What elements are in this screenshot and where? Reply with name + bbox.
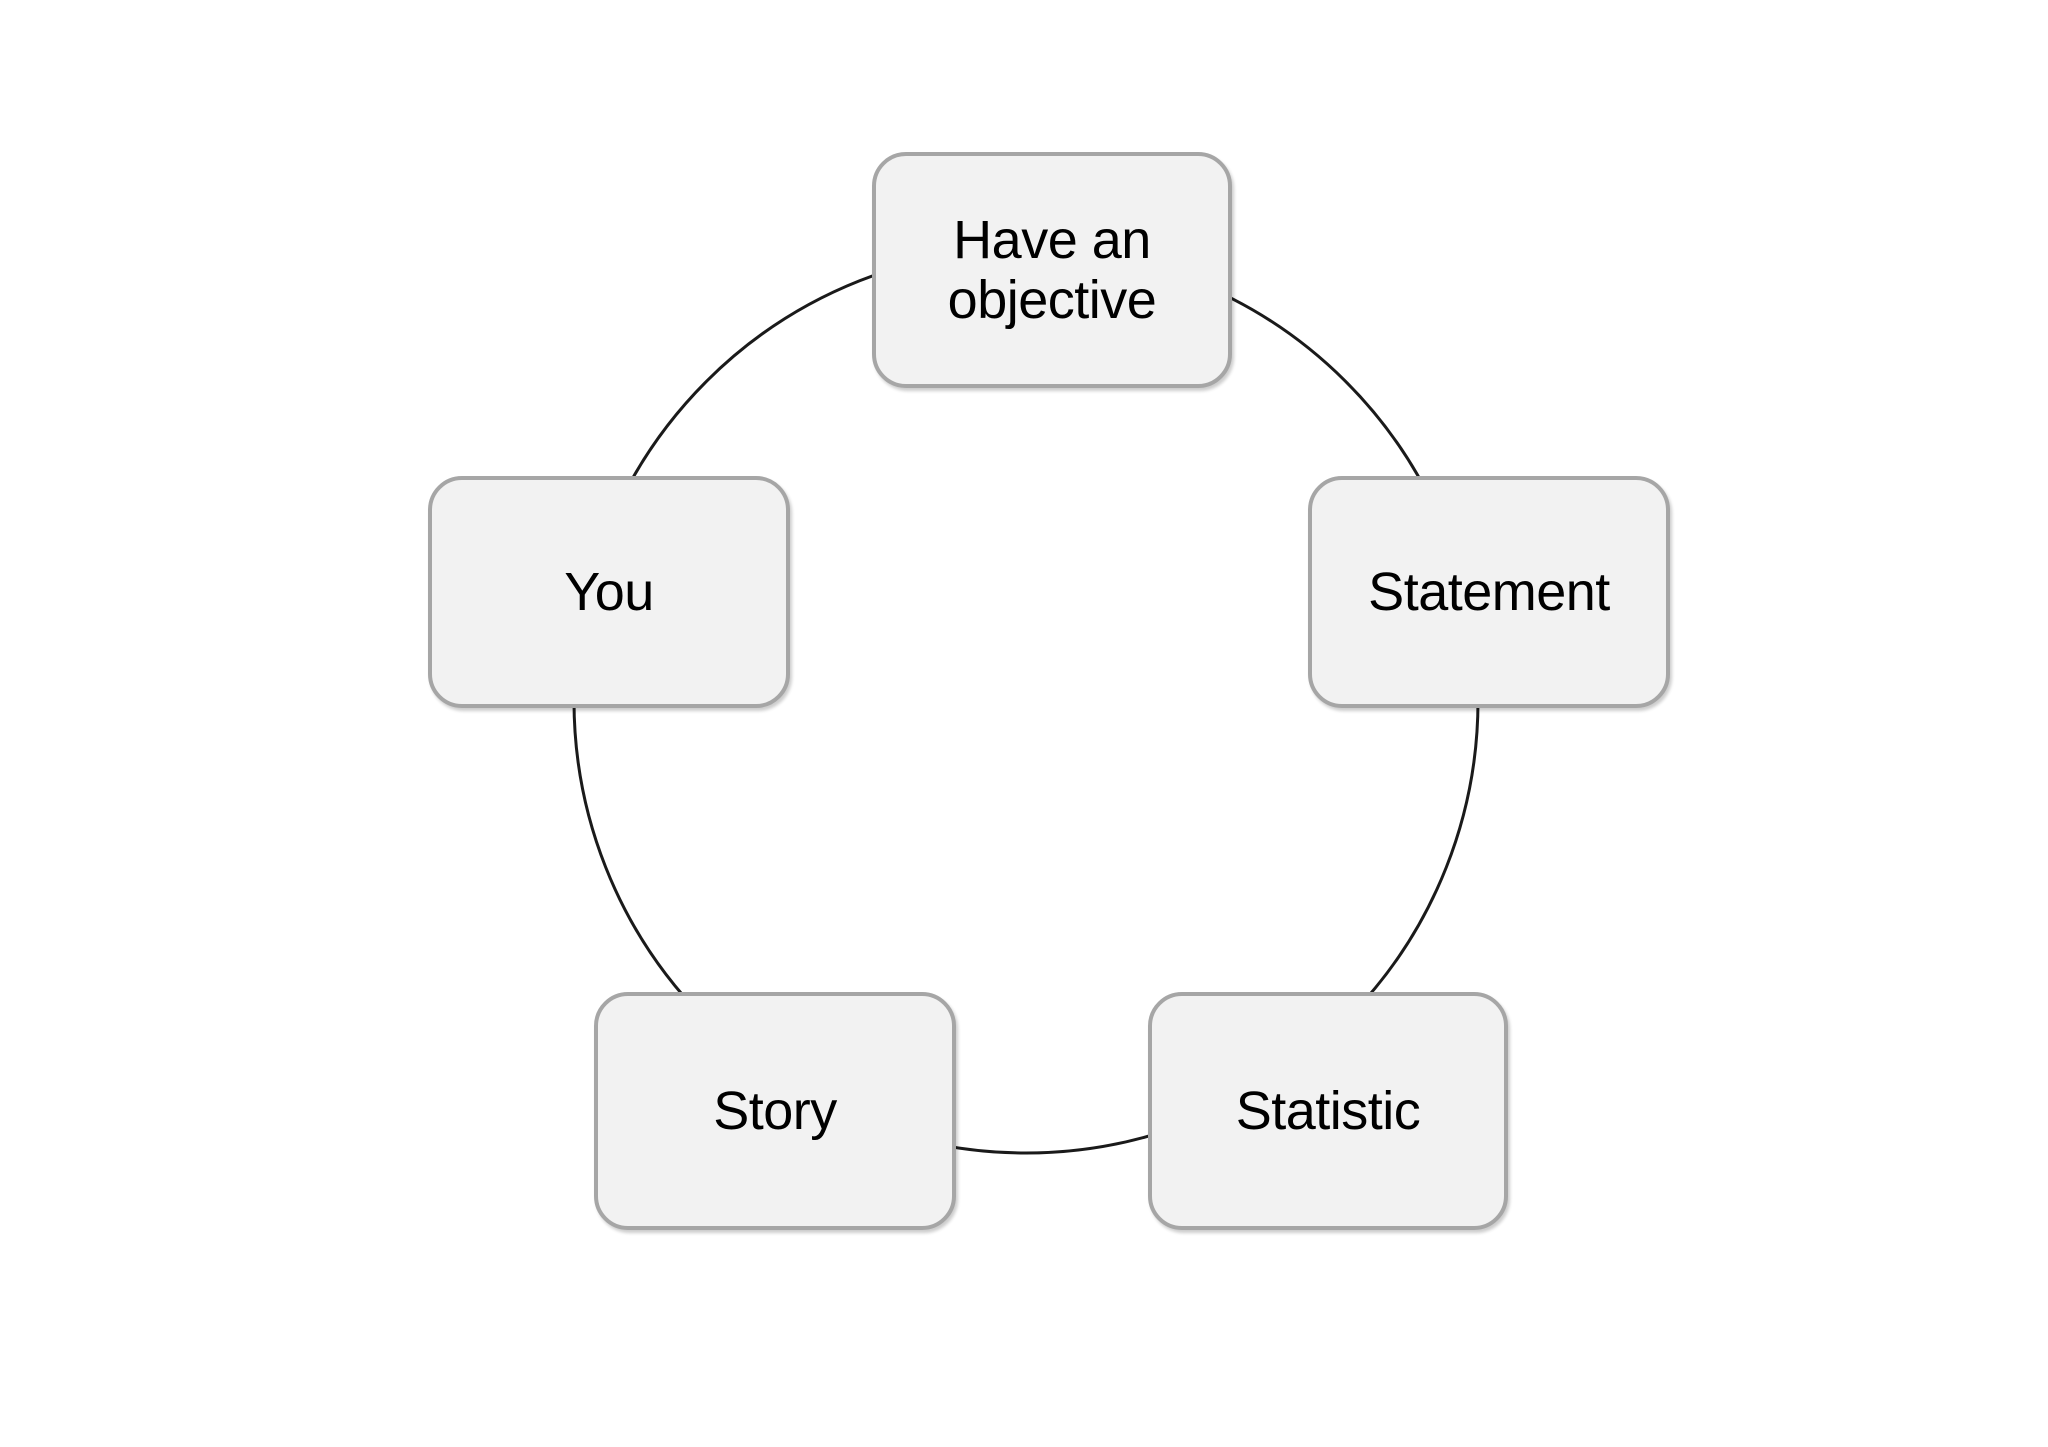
node-label-story: Story (713, 1080, 837, 1141)
node-label-have-an-objective: Have an objective (947, 209, 1157, 330)
node-story[interactable]: Story (594, 992, 956, 1230)
node-statistic[interactable]: Statistic (1148, 992, 1508, 1230)
node-have-an-objective[interactable]: Have an objective (872, 152, 1232, 388)
node-label-you: You (564, 561, 654, 622)
node-you[interactable]: You (428, 476, 790, 708)
node-statement[interactable]: Statement (1308, 476, 1670, 708)
node-label-statement: Statement (1368, 561, 1610, 622)
node-label-statistic: Statistic (1235, 1080, 1421, 1141)
